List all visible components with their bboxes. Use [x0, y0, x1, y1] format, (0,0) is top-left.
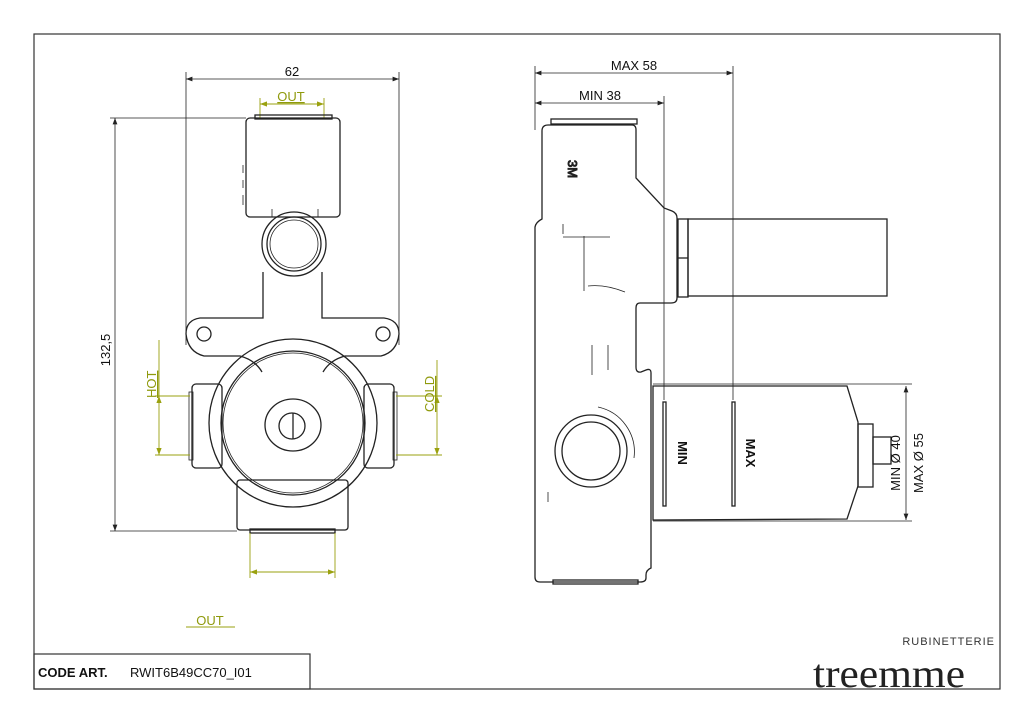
code-label: CODE ART.: [38, 665, 108, 680]
drawing-frame: [33, 33, 1001, 690]
front-view: 62 132,5 OUT HOT: [98, 64, 442, 628]
spindle-icon: [278, 412, 306, 440]
lever-handle: [687, 218, 888, 297]
logo-brand: treemme: [813, 651, 965, 696]
hot-label: HOT: [144, 371, 159, 399]
logo-tagline: RUBINETTERIE: [902, 636, 995, 648]
side-view: MAX 58 MIN 38 3M MIN MAX MIN Ø 40 MAX Ø …: [534, 58, 926, 585]
inlet-circle: [554, 414, 628, 488]
body-marking: 3M: [565, 160, 580, 178]
mounting-hole-right: [375, 326, 391, 342]
mounting-hole-left: [196, 326, 212, 342]
max-slot: [731, 401, 736, 507]
max-depth-label: MAX 58: [611, 58, 657, 73]
width-dimension-label: 62: [285, 64, 299, 79]
cold-label: COLD: [422, 376, 437, 412]
max-mark: MAX: [743, 439, 758, 468]
min-slot: [662, 401, 667, 507]
min-mark: MIN: [675, 441, 690, 465]
title-block: CODE ART. RWIT6B49CC70_I01: [33, 653, 311, 690]
max-diameter-label: MAX Ø 55: [911, 433, 926, 493]
min-depth-label: MIN 38: [579, 88, 621, 103]
brand-logo: RUBINETTERIE treemme: [813, 636, 995, 696]
code-value: RWIT6B49CC70_I01: [130, 665, 252, 680]
min-diameter-label: MIN Ø 40: [888, 435, 903, 491]
out-bottom-label: OUT: [196, 613, 224, 628]
out-top-label: OUT: [277, 89, 305, 104]
height-dimension-label: 132,5: [98, 334, 113, 367]
valve-body-side: [534, 124, 678, 583]
valve-body: [208, 338, 378, 508]
